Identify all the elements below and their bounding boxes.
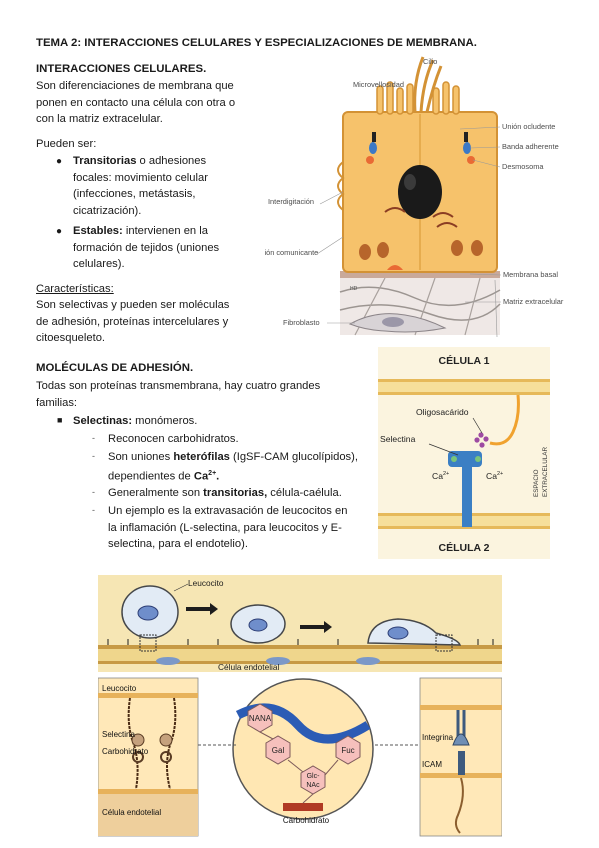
dash-bullet: - (92, 433, 95, 443)
sub-item-1: Reconocen carbohidratos. (108, 433, 239, 445)
label-desmosoma: Desmosoma (502, 162, 544, 171)
selectin-protein (448, 451, 482, 527)
label-ca-right: Ca2+ (486, 471, 503, 481)
label-union-comunicante: Unión comunicante (265, 248, 318, 257)
label-oligosacarido: Oligosacárido (416, 407, 469, 417)
label-membrana-basal: Membrana basal (503, 270, 558, 279)
label-glc: Glc- (307, 773, 321, 780)
sub-item-4: Un ejemplo es la extravasación de leucoc… (108, 505, 348, 551)
label-union-ocludente: Unión ocludente (502, 122, 555, 131)
main-title: TEMA 2: INTERACCIONES CELULARES Y ESPECI… (36, 37, 477, 49)
hexagon-glcnac (300, 765, 326, 795)
figure-selectin: CÉLULA 1 CÉLULA 2 Oligosacárido Selectin… (378, 347, 550, 559)
leukocyte-2 (230, 604, 286, 644)
sub-item-2: Son uniones heterófilas (IgSF-CAM glucol… (108, 451, 358, 483)
label-hd: HD (350, 286, 358, 292)
dash-bullet: - (92, 487, 95, 497)
label-selectina: Selectina (380, 434, 416, 444)
figure-leukocyte-extravasation: Leucocito Célula endotelial Leucocito Se… (98, 575, 502, 837)
epithelial-cell (337, 56, 498, 273)
fibroblast-shape (348, 313, 447, 333)
bullet-square: ■ (57, 415, 63, 425)
label-celula-2: CÉLULA 2 (439, 541, 490, 554)
pueden-ser: Pueden ser: (36, 138, 97, 150)
label-celula-endotelial-top: Célula endotelial (218, 662, 280, 672)
endothelium-band (98, 645, 502, 665)
label-gal: Gal (272, 746, 285, 755)
figure-cell-junctions: Cilio Microvellosidad Unión ocludente Ba… (265, 52, 585, 342)
hexagon-gal (265, 735, 291, 765)
label-interdigitacion: Interdigitación (268, 197, 314, 206)
label-left-celula-endotelial: Célula endotelial (102, 808, 161, 817)
label-cilio: Cilio (423, 57, 437, 66)
hexagon-fuc (335, 735, 361, 765)
label-microvellosidad: Microvellosidad (353, 80, 404, 89)
label-icam: ICAM (422, 760, 442, 769)
carbohydrate-zoom-circle: NANA Gal Fuc Glc- NAc Carbohidrato (232, 678, 374, 825)
list-item-estables: Estables: intervienen en la formación de… (73, 225, 220, 271)
dash-bullet: - (92, 451, 95, 461)
section2-intro: Todas son proteínas transmembrana, hay c… (36, 380, 321, 409)
section2-heading: MOLÉCULAS DE ADHESIÓN. (36, 362, 194, 374)
membrane-cell1 (378, 379, 550, 395)
label-left-leucocito: Leucocito (102, 684, 137, 693)
caracteristicas-heading: Características: (36, 283, 114, 295)
label-nana: NANA (249, 714, 272, 723)
section1-heading: INTERACCIONES CELULARES. (36, 63, 207, 75)
right-detail-panel: Integrina ICAM (419, 677, 502, 837)
bullet-dot: ● (56, 156, 63, 167)
section1-intro: Son diferenciaciones de membrana que pon… (36, 80, 236, 126)
leukocyte-1 (121, 585, 179, 639)
label-leucocito-top: Leucocito (188, 578, 224, 588)
label-ca-left: Ca2+ (432, 471, 449, 481)
label-banda-adherente: Banda adherente (502, 142, 559, 151)
label-fuc: Fuc (341, 746, 354, 755)
label-fibroblasto: Fibroblasto (283, 318, 320, 327)
hexagon-nana (247, 703, 273, 733)
label-carbohidrato-center: Carbohidrato (283, 816, 330, 825)
list-item-transitorias: Transitorias o adhesiones focales: movim… (73, 155, 208, 217)
list-item-selectinas: Selectinas: monómeros. (73, 415, 198, 427)
dash-bullet: - (92, 505, 95, 515)
bullet-dot: ● (56, 226, 63, 237)
left-detail-panel: Leucocito Selectina Carbohidrato Célula … (98, 677, 199, 837)
caracteristicas-text: Son selectivas y pueden ser moléculas de… (36, 299, 230, 345)
label-extracelular: EXTRACELULAR (542, 447, 549, 497)
label-left-selectina: Selectina (102, 730, 135, 739)
label-celula-1: CÉLULA 1 (439, 354, 490, 367)
label-integrina: Integrina (422, 733, 454, 742)
sub-item-3: Generalmente son transitorias, célula-ca… (108, 487, 342, 499)
label-nac: NAc (306, 782, 320, 789)
label-espacio: ESPACIO (533, 469, 540, 497)
label-left-carbohidrato: Carbohidrato (102, 747, 149, 756)
leukocyte-3 (367, 618, 462, 646)
label-matriz-extracelular: Matriz extracelular (503, 297, 564, 306)
